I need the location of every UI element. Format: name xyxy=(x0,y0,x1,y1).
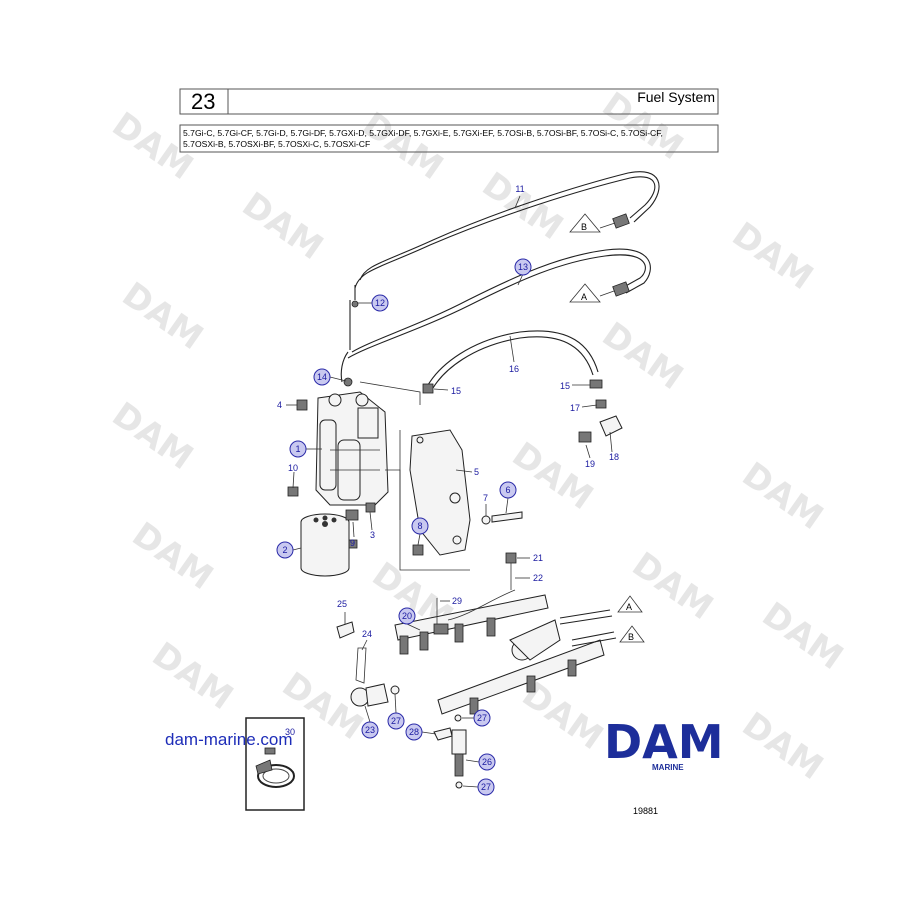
rail-connectors: A B xyxy=(617,595,645,643)
label-15-b: 15 xyxy=(560,381,570,391)
fuel-rail-assembly xyxy=(394,552,617,715)
clamp-inset xyxy=(245,717,305,811)
svg-text:20: 20 xyxy=(402,611,412,621)
callout-27-a: 27 xyxy=(387,712,405,730)
label-15-a: 15 xyxy=(451,386,461,396)
svg-text:DAM: DAM xyxy=(625,545,720,628)
svg-text:DAM: DAM xyxy=(735,455,830,538)
svg-text:2: 2 xyxy=(282,545,287,555)
svg-text:1: 1 xyxy=(295,444,300,454)
svg-text:DAM: DAM xyxy=(755,595,850,678)
svg-text:8: 8 xyxy=(417,521,422,531)
svg-text:DAM: DAM xyxy=(505,435,600,518)
page-number: 23 xyxy=(191,89,215,114)
callout-8: 8 xyxy=(411,517,429,535)
logo-subtitle: MARINE xyxy=(652,763,684,772)
callout-26: 26 xyxy=(478,753,496,771)
pump-assembly xyxy=(315,381,470,571)
small-parts xyxy=(287,300,623,556)
svg-text:DAM: DAM xyxy=(735,705,830,788)
dam-logo: DAM MARINE xyxy=(604,715,724,772)
callout-14: 14 xyxy=(313,368,331,386)
svg-text:DAM: DAM xyxy=(105,395,200,478)
connector-a-top: A xyxy=(581,292,587,302)
svg-text:14: 14 xyxy=(317,372,327,382)
regulator-injector xyxy=(336,621,467,789)
plain-labels: 11 16 15 15 17 4 10 5 7 9 3 18 19 21 22 … xyxy=(277,184,619,737)
svg-text:23: 23 xyxy=(365,725,375,735)
label-29: 29 xyxy=(452,596,462,606)
page-title: Fuel System xyxy=(637,89,715,105)
header: 23 Fuel System 5.7Gi-C, 5.7Gi-CF, 5.7Gi-… xyxy=(179,88,719,153)
callouts: 12 13 14 1 2 6 8 20 23 27 27 28 26 27 xyxy=(276,258,532,796)
svg-text:DAM: DAM xyxy=(115,275,210,358)
label-16: 16 xyxy=(509,364,519,374)
label-5: 5 xyxy=(474,467,479,477)
svg-text:13: 13 xyxy=(518,262,528,272)
label-4: 4 xyxy=(277,400,282,410)
svg-text:DAM: DAM xyxy=(235,185,330,268)
fuel-lines xyxy=(340,171,660,389)
callout-27-b: 27 xyxy=(473,709,491,727)
connector-a-rail: A xyxy=(626,602,632,612)
svg-text:27: 27 xyxy=(481,782,491,792)
label-30: 30 xyxy=(285,727,295,737)
svg-text:6: 6 xyxy=(505,485,510,495)
site-url: dam-marine.com xyxy=(165,730,293,749)
svg-text:DAM: DAM xyxy=(145,635,240,718)
svg-text:DAM: DAM xyxy=(125,515,220,598)
label-9: 9 xyxy=(350,538,355,548)
reference-number: 19881 xyxy=(633,806,658,816)
label-7: 7 xyxy=(483,493,488,503)
svg-text:27: 27 xyxy=(391,716,401,726)
svg-text:27: 27 xyxy=(477,713,487,723)
callout-23: 23 xyxy=(361,721,379,739)
callout-6: 6 xyxy=(499,481,517,499)
leader-lines xyxy=(286,195,613,788)
connector-b-top: B xyxy=(581,222,587,232)
callout-20: 20 xyxy=(398,607,416,625)
top-connectors: B A xyxy=(569,213,630,303)
logo-text: DAM xyxy=(604,715,724,769)
label-10: 10 xyxy=(288,463,298,473)
fuel-filter xyxy=(300,513,350,577)
svg-text:DAM: DAM xyxy=(475,165,570,248)
bracket xyxy=(409,429,471,556)
svg-text:DAM: DAM xyxy=(725,215,820,298)
label-22: 22 xyxy=(533,573,543,583)
svg-text:28: 28 xyxy=(409,727,419,737)
label-24: 24 xyxy=(362,629,372,639)
watermark: DAM DAM DAM DAM DAM DAM DAM DAM DAM DAM … xyxy=(105,85,850,788)
connector-b-rail: B xyxy=(628,632,634,642)
label-3: 3 xyxy=(370,530,375,540)
label-21: 21 xyxy=(533,553,543,563)
label-17: 17 xyxy=(570,403,580,413)
model-list-line2: 5.7OSXi-B, 5.7OSXi-BF, 5.7OSXi-C, 5.7OSX… xyxy=(183,139,370,149)
callout-28: 28 xyxy=(405,723,423,741)
callout-13: 13 xyxy=(514,258,532,276)
callout-2: 2 xyxy=(276,541,294,559)
callout-27-c: 27 xyxy=(477,778,495,796)
label-11: 11 xyxy=(515,184,524,194)
svg-text:DAM: DAM xyxy=(595,315,690,398)
model-list-line1: 5.7Gi-C, 5.7Gi-CF, 5.7Gi-D, 5.7Gi-DF, 5.… xyxy=(183,128,663,138)
svg-text:26: 26 xyxy=(482,757,492,767)
label-25: 25 xyxy=(337,599,347,609)
callout-12: 12 xyxy=(371,294,389,312)
label-19: 19 xyxy=(585,459,595,469)
svg-text:12: 12 xyxy=(375,298,385,308)
callout-1: 1 xyxy=(289,440,307,458)
label-18: 18 xyxy=(609,452,619,462)
